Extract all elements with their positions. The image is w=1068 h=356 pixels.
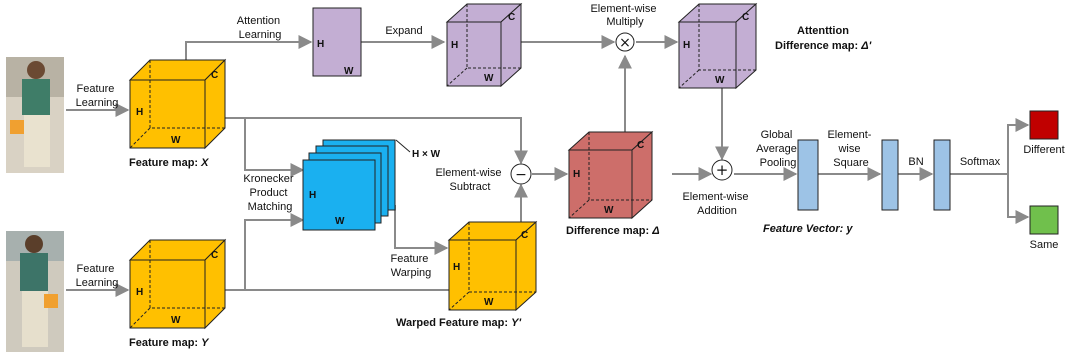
different-label: Different: [1023, 144, 1064, 156]
svg-text:H: H: [573, 169, 580, 180]
svg-text:H: H: [309, 190, 316, 201]
svg-text:C: C: [211, 250, 218, 261]
feature-learning-bottom-label: Feature Learning: [76, 263, 119, 289]
addition-label: Element-wise Addition: [682, 191, 751, 217]
feature-vector-caption: Feature Vector: y: [763, 223, 853, 235]
person-image-y: [6, 231, 64, 352]
same-box: [1029, 205, 1059, 235]
svg-text:W: W: [604, 205, 614, 216]
svg-text:W: W: [171, 135, 181, 146]
warped-map-caption: Warped Feature map: Y': [396, 317, 521, 329]
multiply-operator: ×: [615, 32, 635, 52]
softmax-label: Softmax: [960, 156, 1001, 168]
bn-label: BN: [908, 156, 923, 168]
svg-text:W: W: [484, 297, 494, 308]
person-image-x: [6, 57, 64, 173]
hxw-label: H × W: [412, 149, 441, 160]
kronecker-label: Kronecker Product Matching: [243, 173, 296, 213]
connections: [66, 35, 1030, 297]
svg-text:C: C: [508, 12, 515, 23]
attention-map-caption-line1: Attenttion: [797, 25, 849, 37]
feature-warping-label: Feature Warping: [391, 253, 432, 279]
expand-label: Expand: [385, 25, 422, 37]
svg-text:H: H: [683, 40, 690, 51]
svg-text:+: +: [716, 161, 729, 179]
svg-text:W: W: [171, 315, 181, 326]
subtract-operator: −: [510, 163, 532, 185]
attention-learning-label: Attention Learning: [237, 15, 283, 41]
subtract-label: Element-wise Subtract: [435, 167, 504, 193]
square-vector-bar: [881, 139, 899, 211]
svg-text:W: W: [484, 73, 494, 84]
feature-map-x-cube: H W C: [128, 58, 227, 150]
svg-text:W: W: [344, 66, 354, 77]
feature-learning-top-label: Feature Learning: [76, 83, 119, 109]
difference-map-caption: Difference map: Δ: [566, 225, 660, 237]
different-box: [1029, 110, 1059, 140]
multiply-label: Element-wise Multiply: [590, 3, 659, 28]
svg-text:H: H: [317, 39, 324, 50]
expanded-attention-cube: H W C: [445, 2, 523, 88]
warped-feature-cube: H W C: [447, 220, 538, 312]
svg-text:×: ×: [619, 35, 631, 51]
svg-text:−: −: [515, 167, 527, 183]
add-operator: +: [711, 159, 733, 181]
feature-map-y-caption: Feature map: Y: [129, 337, 210, 349]
same-label: Same: [1030, 239, 1059, 251]
gap-label: Global Average Pooling: [756, 129, 800, 169]
gap-vector-bar: [797, 139, 819, 211]
svg-text:H: H: [136, 107, 143, 118]
svg-text:H: H: [451, 40, 458, 51]
svg-text:C: C: [637, 140, 644, 151]
attention-map: H W: [312, 7, 362, 77]
feature-map-x-caption: Feature map: X: [129, 157, 209, 169]
svg-text:H: H: [453, 262, 460, 273]
square-label: Element- wise Square: [827, 129, 874, 169]
difference-map-cube: H W C: [567, 130, 654, 220]
attention-difference-cube: H W C: [677, 2, 758, 90]
svg-text:W: W: [335, 216, 345, 227]
svg-text:C: C: [521, 230, 528, 241]
svg-text:W: W: [715, 75, 725, 86]
attention-map-caption-line2: Difference map: Δ': [775, 40, 872, 52]
bn-vector-bar: [933, 139, 951, 211]
svg-text:H: H: [136, 287, 143, 298]
svg-text:C: C: [211, 70, 218, 81]
feature-map-y-cube: H W C: [128, 238, 227, 330]
matching-stack: H W H × W: [302, 139, 441, 231]
svg-text:C: C: [742, 12, 749, 23]
